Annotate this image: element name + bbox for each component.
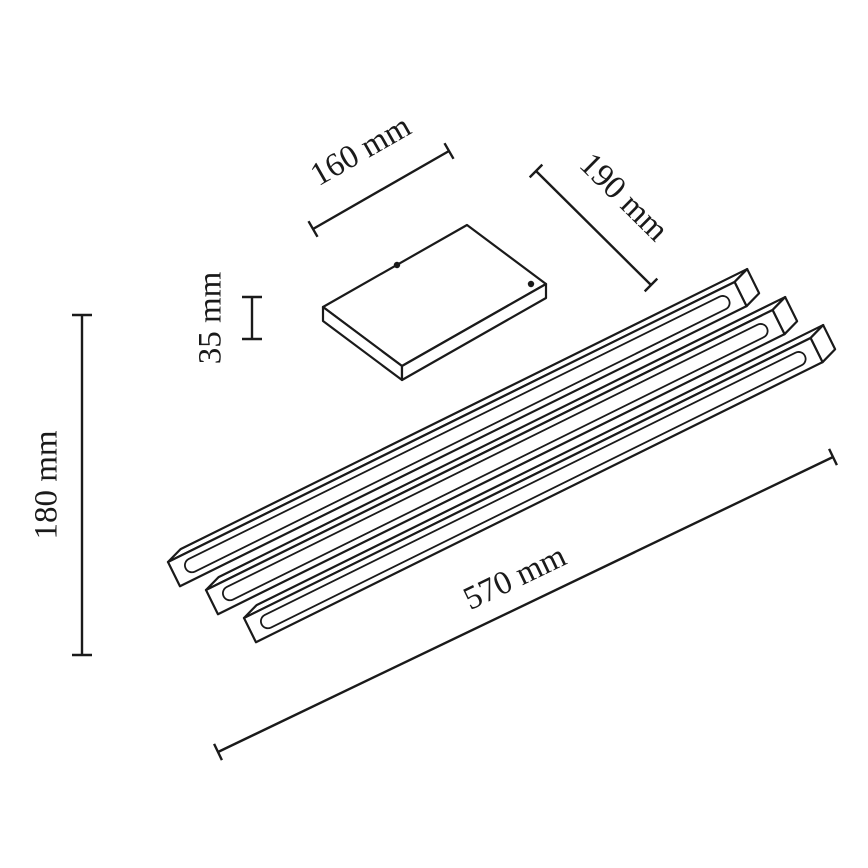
dimension-label-190mm: 190 mm (572, 146, 675, 249)
dimension-tick (643, 277, 659, 293)
dimension-line (312, 149, 450, 231)
drawing-root: 160 mm 190 mm 35 mm 180 mm (29, 108, 838, 761)
dimension-label-180mm: 180 mm (29, 430, 65, 539)
dimension-tick (443, 142, 455, 160)
ceiling-light-fixture-drawing (166, 223, 837, 644)
light-bar-2 (204, 295, 799, 616)
bar-top-face (204, 295, 787, 592)
dimension-fixture-height: 180 mm (29, 313, 92, 657)
light-bar-3 (242, 323, 837, 644)
dimension-label-570mm: 570 mm (458, 538, 572, 618)
dimension-canopy-depth: 190 mm (528, 146, 675, 293)
dimension-bar-thickness: 35 mm (193, 271, 262, 364)
dimension-tick (213, 743, 223, 761)
dimension-tick (828, 448, 838, 466)
bar-lens (260, 351, 807, 630)
dimension-line (217, 455, 834, 754)
screw-hole (527, 280, 535, 288)
screw-hole (393, 261, 401, 269)
dimension-tick (307, 220, 319, 238)
dimension-label-160mm: 160 mm (305, 108, 418, 194)
dimension-line (535, 170, 652, 286)
bar-lens (184, 295, 731, 574)
mount-canopy (321, 223, 548, 382)
dimension-canopy-width: 160 mm (305, 108, 455, 238)
canopy-side-face-right (400, 282, 548, 382)
dimension-tick (528, 163, 544, 179)
light-bar-1 (166, 267, 761, 588)
dimension-label-35mm: 35 mm (193, 271, 229, 364)
bar-lens (222, 323, 769, 602)
